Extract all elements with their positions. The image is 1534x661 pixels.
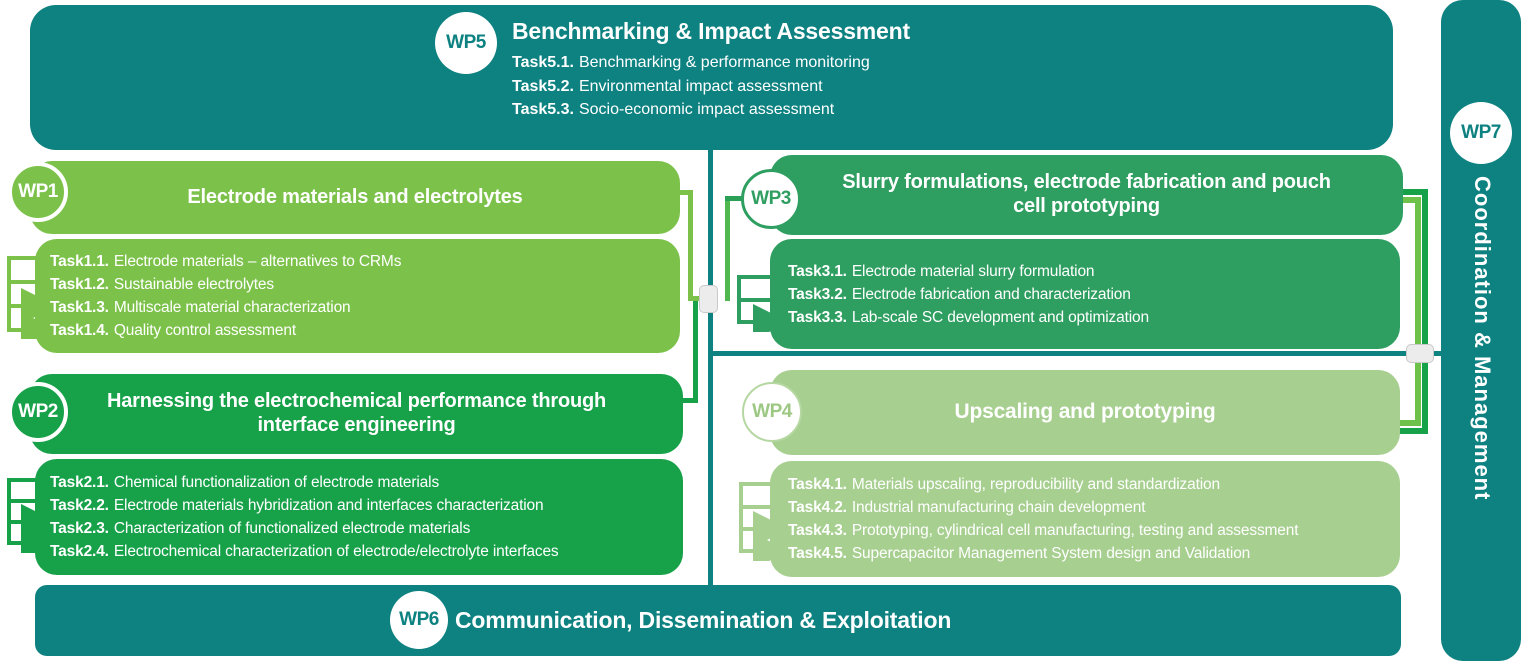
task-line: Task5.1.Benchmarking & performance monit… bbox=[512, 54, 870, 71]
connector-wp3-wp4-inner-bottom bbox=[1399, 420, 1421, 426]
wp4-task-box: Task4.1.Materials upscaling, reproducibi… bbox=[770, 461, 1400, 577]
wp6-badge: WP6 bbox=[390, 591, 448, 649]
flow-node-right bbox=[1406, 344, 1434, 363]
wp4-task-flow-arrows bbox=[739, 482, 772, 561]
connector-node-to-wp2-v bbox=[693, 301, 698, 403]
wp7-badge: WP7 bbox=[1450, 102, 1512, 164]
connector-wp3-wp4-outer-bottom bbox=[1399, 428, 1428, 434]
wp4-badge: WP4 bbox=[742, 382, 802, 442]
wp1-badge: WP1 bbox=[8, 162, 68, 222]
wp5-box: Benchmarking & Impact Assessment Task5.1… bbox=[30, 5, 1393, 150]
connector-wp3-wp4-inner-v bbox=[1415, 197, 1421, 426]
wp2-title: Harnessing the electrochemical performan… bbox=[106, 390, 607, 436]
task-line: Task2.2.Electrode materials hybridizatio… bbox=[50, 497, 544, 514]
task-line: Task3.1.Electrode material slurry formul… bbox=[788, 262, 1095, 280]
flow-node-center bbox=[699, 285, 718, 313]
connector-node-to-wp2-h bbox=[682, 398, 698, 403]
wp3-header-box: Slurry formulations, electrode fabricati… bbox=[770, 155, 1403, 235]
connector-wp3-wp4-inner-top bbox=[1402, 197, 1421, 203]
connector-wp1-to-node-h bbox=[679, 190, 693, 195]
connector-wp1-to-node-v bbox=[688, 190, 693, 301]
wp1-task-flow-arrows bbox=[7, 256, 40, 339]
task-line: Task1.4.Quality control assessment bbox=[50, 322, 297, 339]
task-line: Task1.1.Electrode materials – alternativ… bbox=[50, 253, 402, 270]
wp5-content: Benchmarking & Impact Assessment Task5.1… bbox=[512, 18, 910, 122]
task-line: Task2.1.Chemical functionalization of el… bbox=[50, 474, 440, 491]
task-line: Task1.2.Sustainable electrolytes bbox=[50, 276, 274, 293]
wp3-task-box: Task3.1.Electrode material slurry formul… bbox=[770, 239, 1400, 349]
task-line: Task3.2.Electrode fabrication and charac… bbox=[788, 285, 1131, 303]
wp5-task-list: Task5.1.Benchmarking & performance monit… bbox=[512, 51, 910, 122]
task-line: Task4.2.Industrial manufacturing chain d… bbox=[788, 499, 1146, 516]
connector-wp1-to-node-h2 bbox=[688, 296, 702, 301]
wp5-title: Benchmarking & Impact Assessment bbox=[512, 18, 910, 44]
wp1-task-box: Task1.1.Electrode materials – alternativ… bbox=[35, 239, 680, 353]
wp3-badge: WP3 bbox=[741, 169, 801, 229]
wp3-task-flow-arrows bbox=[737, 275, 772, 332]
wp2-badge: WP2 bbox=[8, 382, 68, 442]
wp1-header-box: Electrode materials and electrolytes bbox=[30, 161, 680, 234]
task-line: Task4.3.Prototyping, cylindrical cell ma… bbox=[788, 522, 1299, 539]
wp2-header-box: Harnessing the electrochemical performan… bbox=[30, 374, 683, 454]
wp4-header-box: Upscaling and prototyping bbox=[770, 370, 1400, 455]
task-line: Task1.3.Multiscale material characteriza… bbox=[50, 299, 351, 316]
task-line: Task3.3.Lab-scale SC development and opt… bbox=[788, 308, 1149, 326]
task-line: Task5.3.Socio-economic impact assessment bbox=[512, 101, 835, 118]
task-line: Task2.4.Electrochemical characterization… bbox=[50, 543, 559, 560]
teal-divider-horizontal bbox=[711, 351, 1441, 356]
wp4-title: Upscaling and prototyping bbox=[954, 400, 1216, 424]
wp2-task-flow-arrows bbox=[7, 478, 40, 553]
wp2-task-box: Task2.1.Chemical functionalization of el… bbox=[35, 459, 683, 575]
wp3-title: Slurry formulations, electrode fabricati… bbox=[842, 171, 1331, 217]
task-line: Task2.3.Characterization of functionaliz… bbox=[50, 520, 471, 537]
connector-wp3-wp4-outer-top bbox=[1402, 189, 1428, 195]
task-line: Task5.2.Environmental impact assessment bbox=[512, 77, 823, 95]
connector-node-to-wp3-v bbox=[725, 196, 730, 301]
teal-divider-vertical bbox=[708, 150, 713, 585]
connector-node-to-wp3-h bbox=[725, 196, 747, 201]
wp6-title: Communication, Dissemination & Exploitat… bbox=[455, 607, 952, 633]
wp7-title: Coordination & Management bbox=[1470, 176, 1495, 501]
wp6-box: Communication, Dissemination & Exploitat… bbox=[35, 585, 1401, 656]
connector-wp3-wp4-outer-v bbox=[1422, 189, 1428, 434]
wp5-badge: WP5 bbox=[435, 12, 497, 74]
task-line: Task4.1.Materials upscaling, reproducibi… bbox=[788, 476, 1220, 493]
wp1-title: Electrode materials and electrolytes bbox=[187, 185, 523, 208]
task-line: Task4.5.Supercapacitor Management System… bbox=[788, 545, 1251, 562]
